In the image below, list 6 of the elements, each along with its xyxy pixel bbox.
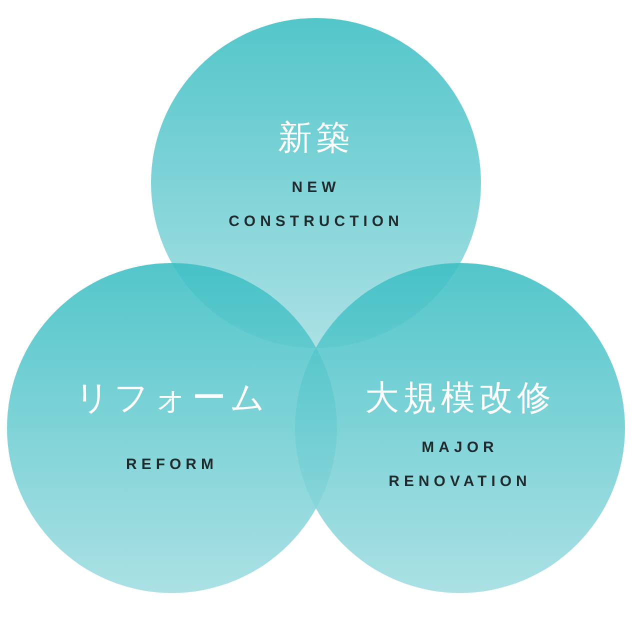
english-subtitle: REFORM [126, 455, 218, 475]
japanese-heading: 新築 [277, 118, 355, 158]
japanese-heading: リフォーム [74, 378, 270, 418]
english-subtitle: MAJOR RENOVATION [388, 438, 532, 492]
japanese-heading: 大規模改修 [364, 378, 556, 418]
english-subtitle: NEW CONSTRUCTION [228, 178, 404, 232]
